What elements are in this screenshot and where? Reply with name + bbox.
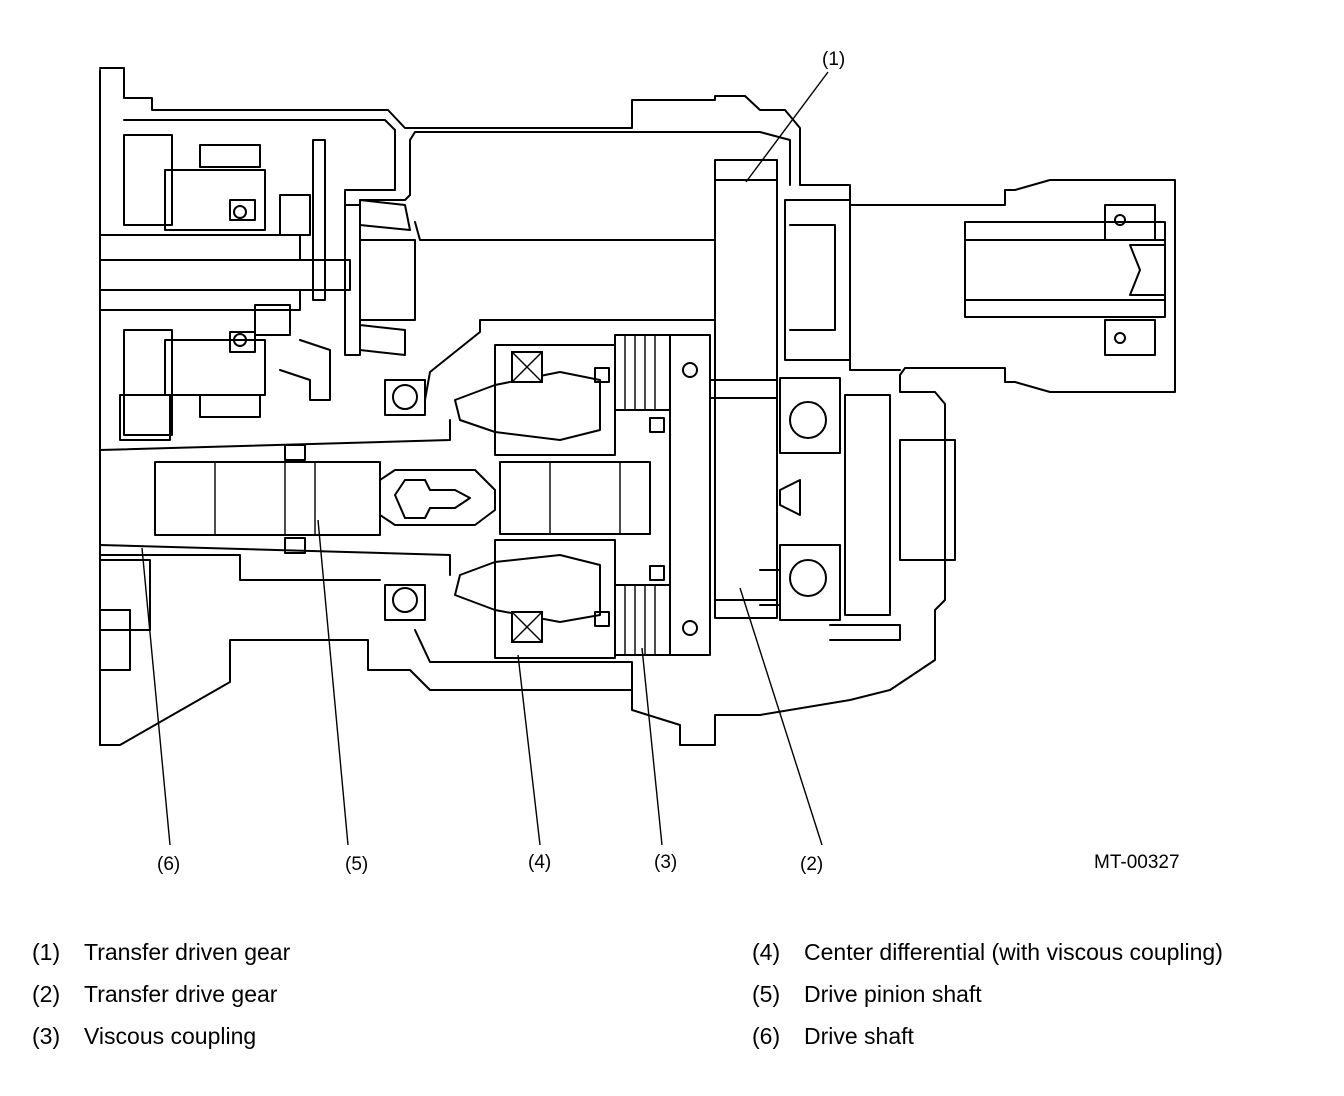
legend-text: Drive shaft: [804, 1023, 914, 1049]
legend-text: Transfer drive gear: [84, 981, 278, 1007]
output-shaft: [964, 204, 1166, 356]
legend-item: (5) Drive pinion shaft: [752, 980, 982, 1008]
legend-text: Transfer driven gear: [84, 939, 291, 965]
right-bearings: [759, 199, 956, 641]
pinion-nut: [379, 469, 496, 526]
callout-6: (6): [157, 854, 180, 875]
legend-item: (2) Transfer drive gear: [32, 980, 277, 1008]
drive-shaft: [99, 419, 451, 576]
left-gear-assembly: [99, 134, 351, 671]
callout-1: (1): [822, 49, 845, 70]
legend-text: Center differential (with viscous coupli…: [804, 939, 1223, 965]
legend-number: (1): [32, 939, 61, 965]
callout-2: (2): [800, 854, 823, 875]
transfer-gears: [709, 159, 778, 619]
leader-lines: [141, 71, 829, 846]
legend-number: (5): [752, 981, 781, 1007]
legend-item: (1) Transfer driven gear: [32, 938, 290, 966]
legend-item: (6) Drive shaft: [752, 1022, 914, 1050]
small-bearings: [384, 379, 426, 621]
transmission-cross-section-diagram: (1) (6) (5) (4) (3) (2) MT-00327: [99, 49, 1180, 875]
legend-number: (4): [752, 939, 781, 965]
center-differential: [454, 344, 651, 659]
legend-item: (3) Viscous coupling: [32, 1022, 256, 1050]
legend-text: Drive pinion shaft: [804, 981, 982, 1007]
legend-number: (3): [32, 1023, 61, 1049]
upper-taper-bearing: [344, 199, 416, 356]
callout-4: (4): [528, 852, 551, 873]
legend-number: (2): [32, 981, 61, 1007]
callout-5: (5): [345, 854, 368, 875]
legend-item: (4) Center differential (with viscous cou…: [752, 938, 1223, 966]
legend-text: Viscous coupling: [84, 1023, 257, 1049]
viscous-coupling: [594, 334, 711, 656]
legend: (1) Transfer driven gear (2) Transfer driv…: [0, 938, 1344, 1068]
figure-code: MT-00327: [1094, 852, 1180, 873]
legend-number: (6): [752, 1023, 781, 1049]
callout-3: (3): [654, 852, 677, 873]
